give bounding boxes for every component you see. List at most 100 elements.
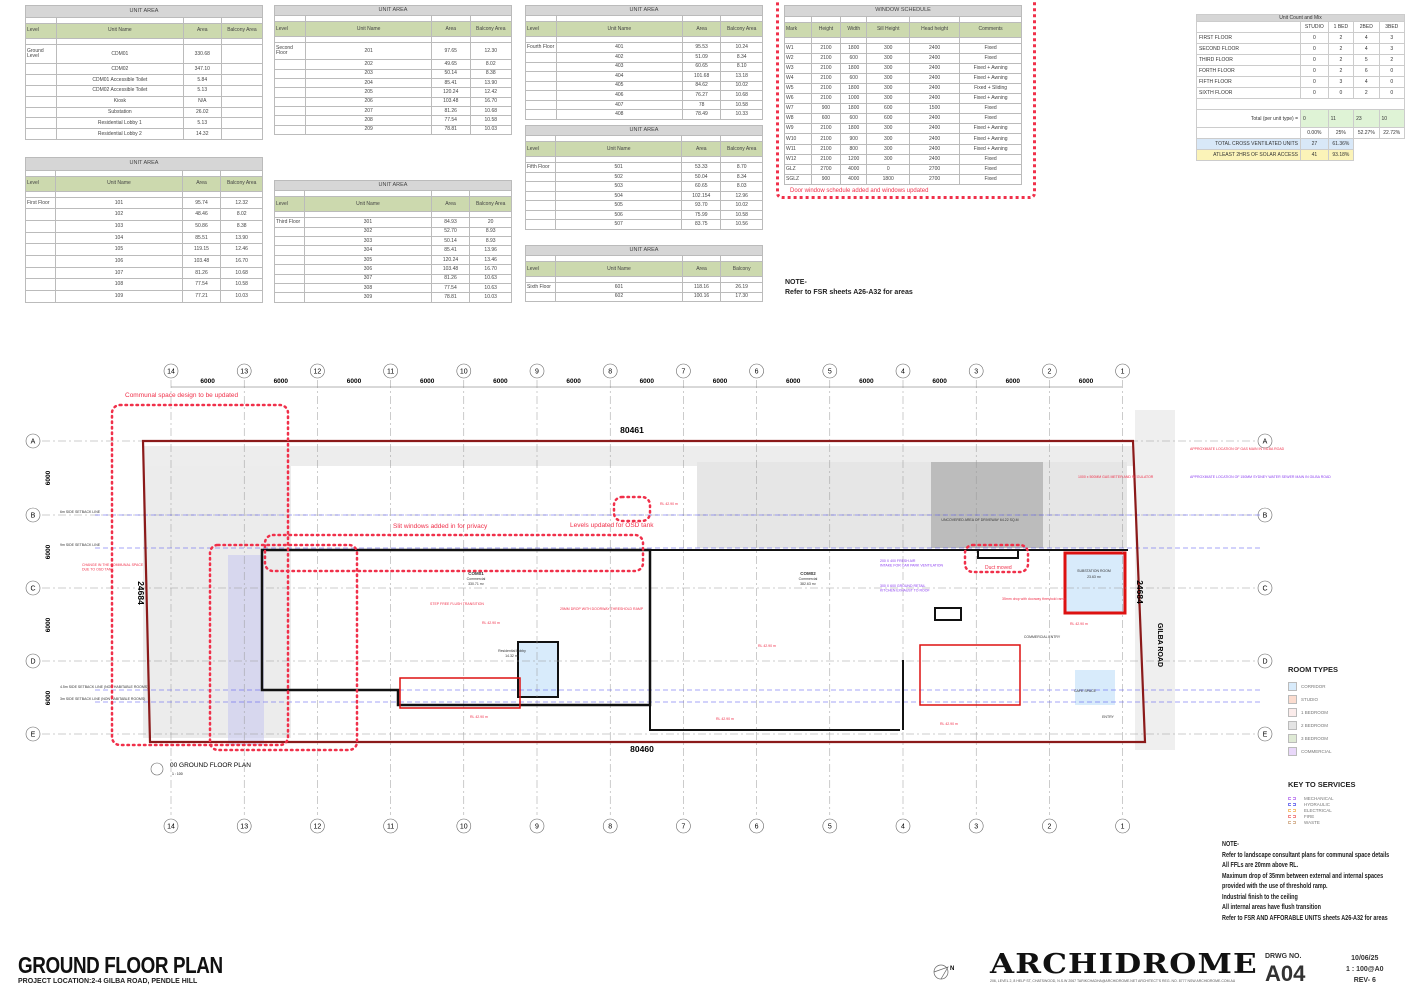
grid-label: 3 bbox=[974, 824, 978, 831]
service-item: MECHANICAL bbox=[1288, 795, 1356, 801]
cell: 10.58 bbox=[720, 99, 763, 111]
grid-bubble bbox=[236, 818, 252, 834]
grid-label: 6 bbox=[755, 369, 759, 376]
room-type-label: STUDIO bbox=[1301, 697, 1319, 702]
cell: 12.46 bbox=[220, 243, 263, 257]
spot-level: RL 42.90 m bbox=[660, 502, 678, 506]
cell: 85.41 bbox=[430, 77, 471, 89]
revision-cloud bbox=[776, 0, 1036, 199]
level-cell bbox=[524, 190, 557, 202]
cell: 101 bbox=[55, 196, 183, 210]
cell: Kiosk bbox=[56, 95, 184, 108]
level-cell bbox=[273, 226, 306, 238]
cell: 104 bbox=[55, 231, 183, 245]
cell: 101.68 bbox=[681, 71, 722, 82]
cell: 17.30 bbox=[720, 291, 763, 303]
drawing-scale: 1 : 100@A0 bbox=[1346, 966, 1384, 973]
swatch bbox=[1288, 695, 1297, 704]
cell: 10.68 bbox=[720, 90, 763, 101]
room-name: SUBSTATION ROOM bbox=[1077, 569, 1111, 573]
column-header: 2BED bbox=[1353, 21, 1380, 33]
spot-level: RL 42.90 m bbox=[716, 717, 734, 721]
cell: 10.58 bbox=[720, 209, 763, 221]
cell: FIFTH FLOOR bbox=[1195, 76, 1302, 88]
level-cell bbox=[273, 87, 307, 98]
level-cell bbox=[24, 243, 57, 257]
column-header: Level bbox=[273, 196, 306, 213]
swatch bbox=[1288, 682, 1297, 691]
room-type-item: 1 BEDROOM bbox=[1288, 706, 1356, 719]
note-line: Refer to FSR AND AFFORABLE UNITS sheets … bbox=[1222, 914, 1388, 922]
column-header: Level bbox=[24, 175, 57, 192]
note-line: Industrial finish to the ceiling bbox=[1222, 893, 1298, 901]
cell bbox=[220, 106, 264, 119]
firm-address: 206, LEVEL 2, 8 HELP ST, CHATSWOOD, N.S.… bbox=[990, 979, 1236, 983]
column-header: Level bbox=[524, 261, 557, 278]
level-cell bbox=[524, 200, 557, 211]
column-header: Head height bbox=[909, 21, 961, 38]
cell: 50.86 bbox=[181, 220, 222, 233]
cell: 12.42 bbox=[469, 87, 513, 98]
grid-bubble bbox=[895, 818, 911, 834]
room-area: 382.63 m² bbox=[800, 582, 817, 586]
column-header: Area bbox=[430, 21, 471, 38]
ground-floor-plan-drawing: 1414600013136000121260001111600010106000… bbox=[25, 363, 1331, 834]
grid-bubble bbox=[25, 726, 41, 742]
column-header: Balcony Area bbox=[469, 21, 513, 38]
services-title: KEY TO SERVICES bbox=[1288, 780, 1356, 789]
column-header: Area bbox=[182, 22, 222, 39]
column-header: Area bbox=[681, 141, 722, 158]
room-name: UNCOVERED AREA OF DRIVEWAY 64.22 SQ.M bbox=[941, 518, 1018, 522]
level-cell bbox=[273, 264, 306, 275]
cell: 402 bbox=[555, 51, 683, 63]
column-header: Level bbox=[524, 141, 557, 158]
side-dimension-right: 24684 bbox=[1135, 580, 1145, 604]
cloud-note: Communal space design to be updated bbox=[125, 392, 238, 399]
table-title: Unit Count and Mix bbox=[1196, 14, 1405, 22]
building-wall bbox=[260, 548, 652, 707]
substation-room bbox=[1063, 551, 1127, 615]
level-cell bbox=[525, 80, 557, 92]
grid-bubble bbox=[1257, 726, 1273, 742]
cell: 60.65 bbox=[681, 181, 722, 192]
cell: 20 bbox=[469, 217, 512, 228]
service-item: HYDRAULIC bbox=[1288, 801, 1356, 807]
grid-bubble bbox=[895, 363, 911, 379]
uncovered-driveway bbox=[931, 462, 1043, 548]
spot-level: RL 42.90 m bbox=[940, 722, 958, 726]
table-title: UNIT AREA bbox=[525, 124, 763, 137]
level-cell bbox=[273, 115, 307, 126]
level-cell bbox=[524, 219, 557, 230]
cell: 76.27 bbox=[681, 90, 722, 101]
grid-label: 1 bbox=[1121, 369, 1125, 376]
grid-label: D bbox=[1262, 659, 1267, 666]
cell: 10.56 bbox=[720, 219, 763, 230]
cell: 2700 bbox=[909, 173, 961, 186]
grid-label: 7 bbox=[681, 824, 685, 831]
cell: 201 bbox=[305, 42, 432, 61]
cell: 207 bbox=[305, 105, 432, 117]
cell: 10.68 bbox=[220, 266, 263, 280]
cell: 26.19 bbox=[720, 282, 763, 293]
cell: 407 bbox=[555, 99, 683, 111]
column-header: Unit Name bbox=[55, 175, 183, 192]
cell: 12.30 bbox=[469, 42, 513, 61]
grid-dimension: 6000 bbox=[1006, 378, 1021, 385]
annotation: 25MM DROP WITH DOORWAY THRESHOLD RAMP bbox=[560, 607, 644, 611]
grid-label: 11 bbox=[387, 369, 394, 376]
grid-label: C bbox=[1262, 586, 1267, 593]
room-type-item: STUDIO bbox=[1288, 693, 1356, 706]
level-cell bbox=[24, 85, 58, 97]
service-item: WASTE bbox=[1288, 819, 1356, 825]
